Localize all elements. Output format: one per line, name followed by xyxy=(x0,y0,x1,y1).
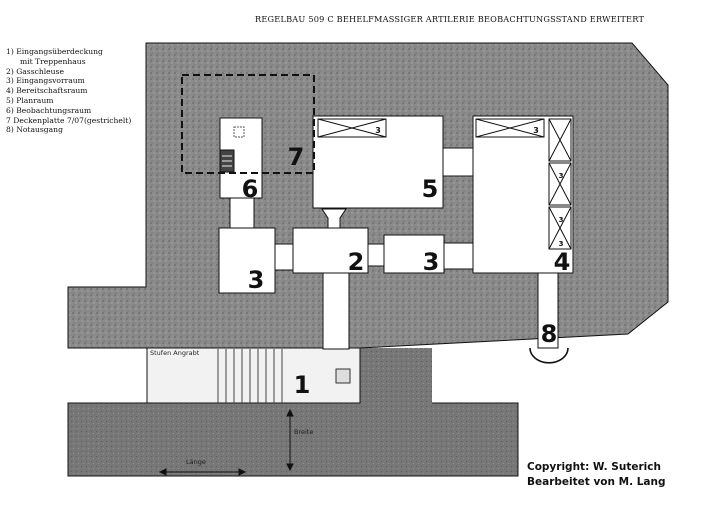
width-dimension xyxy=(286,408,294,472)
editor-line: Bearbeitet von M. Lang xyxy=(527,476,666,488)
copyright-block: Copyright: W. Suterich Bearbeitet von M.… xyxy=(527,460,666,490)
room-2 xyxy=(292,227,369,274)
room-number-1: 1 xyxy=(294,371,311,399)
copyright-line: Copyright: W. Suterich xyxy=(527,461,661,473)
legend-item: 1) Eingangsüberdeckung xyxy=(6,47,103,56)
stairs xyxy=(217,349,283,403)
laenge-label: Länge xyxy=(186,458,206,466)
bunk-room-4-side-1 xyxy=(548,118,572,162)
breite-label: Breite xyxy=(294,428,314,436)
bunk-label: 3 xyxy=(533,126,539,135)
entrance-ground-fill xyxy=(360,348,432,404)
legend: 1) Eingangsüberdeckung mit Treppenhaus 2… xyxy=(6,47,131,135)
legend-item: 2) Gasschleuse xyxy=(6,66,64,76)
entrance-covering xyxy=(146,347,361,404)
bunk-label: 3 xyxy=(559,216,564,224)
room-number-4: 4 xyxy=(554,248,571,276)
bunk-room-4-side-3 xyxy=(548,206,572,250)
bunk-label: 3 xyxy=(559,240,564,248)
room-number-2: 2 xyxy=(348,248,365,276)
bunk-room-4-side-2 xyxy=(548,162,572,206)
bunk-room-4-top xyxy=(475,118,545,138)
legend-item: 7 Deckenplatte 7/07(gestrichelt) xyxy=(6,115,132,125)
connector-2-3b xyxy=(367,243,385,267)
legend-item: 3) Eingangsvorraum xyxy=(6,76,85,86)
legend-item: 4) Bereitschaftsraum xyxy=(6,86,88,96)
bunk-label: 3 xyxy=(375,126,381,135)
emergency-exit-shaft xyxy=(537,272,559,349)
room-number-8: 8 xyxy=(541,320,558,348)
bunk-label: 3 xyxy=(559,172,564,180)
room-number-7: 7 xyxy=(288,143,305,171)
connector-3a-2 xyxy=(274,243,294,271)
diagram-title: REGELBAU 509 C BEHELFMASSIGER ARTILERIE … xyxy=(255,14,645,24)
room-number-3a: 3 xyxy=(248,266,265,294)
corridor-6-3 xyxy=(229,197,255,229)
length-dimension xyxy=(158,468,247,476)
legend-item: 5) Planraum xyxy=(6,95,54,105)
room-number-6: 6 xyxy=(242,175,259,203)
entrance-hatch xyxy=(335,368,351,384)
connector-5-4 xyxy=(442,147,474,177)
room-number-3b: 3 xyxy=(423,248,440,276)
corridor-2-entrance xyxy=(322,272,350,350)
ceiling-slab-dashed xyxy=(181,74,315,174)
observation-periscope xyxy=(233,126,245,138)
stairs-label: Stufen Angrabt xyxy=(150,349,200,357)
emergency-exit-door-arc xyxy=(529,347,569,364)
legend-item: 8) Notausgang xyxy=(6,125,63,135)
vent-2-5 xyxy=(321,208,347,229)
legend-item: mit Treppenhaus xyxy=(20,56,86,66)
room-3b xyxy=(383,234,445,274)
bunk-room-5 xyxy=(317,118,387,138)
connector-3b-4 xyxy=(443,242,474,270)
legend-item: 6) Beobachtungsraum xyxy=(6,105,92,115)
room-number-5: 5 xyxy=(422,175,439,203)
